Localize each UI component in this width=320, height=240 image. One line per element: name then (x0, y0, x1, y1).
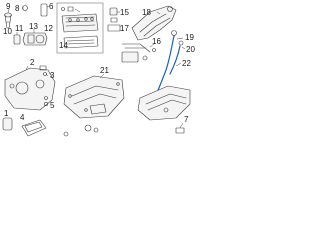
callout-1b: 1 (4, 109, 9, 118)
callout-1: 9 (6, 2, 11, 11)
valve-cover-frame (56, 2, 104, 54)
callout-18: 18 (142, 8, 151, 17)
callout-16: 16 (152, 37, 161, 46)
callout-8: 8 (15, 4, 20, 13)
callout-3: 3 (50, 71, 55, 80)
callout-19: 19 (185, 33, 194, 42)
parts-diagram: 9 10 11 8 6 12 13 14 15 17 16 18 19 20 2… (2, 2, 195, 137)
callout-15: 15 (120, 8, 129, 17)
intake-manifold (131, 5, 177, 41)
callout-21: 21 (100, 66, 109, 75)
oil-pan-lower (137, 85, 191, 134)
oil-filter-housing (22, 29, 48, 46)
sensor-parts (107, 7, 121, 32)
callout-11: 11 (15, 24, 24, 33)
callout-13: 13 (29, 22, 38, 31)
drain-parts (2, 117, 99, 137)
callout-10: 10 (3, 27, 12, 36)
callout-12: 12 (44, 24, 53, 33)
callout-22: 22 (182, 59, 191, 68)
callout-14: 14 (59, 41, 68, 50)
callout-5: 5 (50, 101, 55, 110)
callout-2: 2 (30, 58, 35, 67)
callout-labels: 9 10 11 8 6 12 13 14 15 17 16 18 19 20 2… (3, 2, 195, 124)
pickup-tube (121, 43, 156, 63)
oil-pan-upper (63, 73, 125, 119)
timing-cover (4, 65, 56, 111)
callout-6: 6 (49, 2, 54, 11)
valve-cover (61, 6, 99, 49)
callout-17: 17 (120, 24, 129, 33)
callout-20: 20 (186, 45, 195, 54)
callout-4: 4 (20, 113, 25, 122)
callout-7: 7 (184, 115, 189, 124)
oil-filler-group (4, 8, 21, 45)
small-fittings (22, 3, 50, 17)
